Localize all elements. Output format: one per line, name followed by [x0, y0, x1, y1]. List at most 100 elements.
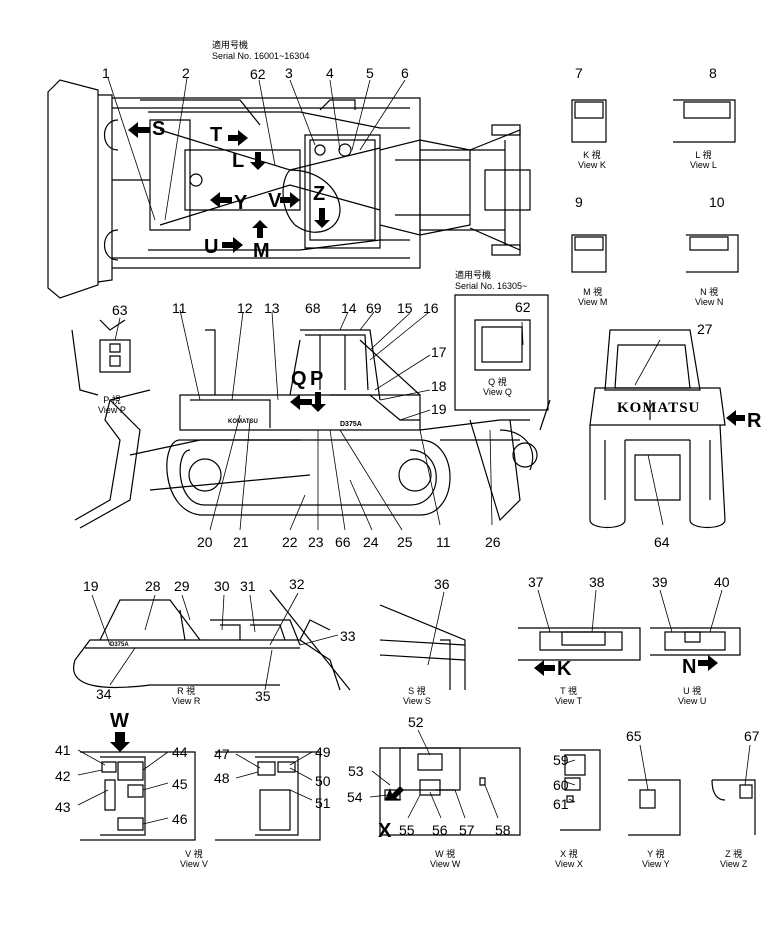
- callout-29: 29: [174, 578, 190, 594]
- view-l-box: [673, 99, 736, 143]
- callout-62b: 62: [515, 299, 531, 315]
- callout-61: 61: [553, 796, 569, 812]
- callout-12: 12: [237, 300, 253, 316]
- callout-64: 64: [654, 534, 670, 550]
- callout-57: 57: [459, 822, 475, 838]
- callout-60: 60: [553, 777, 569, 793]
- callout-58: 58: [495, 822, 511, 838]
- callout-28: 28: [145, 578, 161, 594]
- arrow-letter-m: M: [253, 240, 270, 262]
- callout-56: 56: [432, 822, 448, 838]
- callout-65: 65: [626, 728, 642, 744]
- callout-31: 31: [240, 578, 256, 594]
- callout-47: 47: [214, 746, 230, 762]
- callout-34: 34: [96, 686, 112, 702]
- callout-46: 46: [172, 811, 188, 827]
- callout-69: 69: [366, 300, 382, 316]
- callout-8: 8: [709, 65, 717, 81]
- callout-36: 36: [434, 576, 450, 592]
- model-plate-view-r: D375A: [110, 642, 129, 648]
- callout-49: 49: [315, 744, 331, 760]
- top-view-dozer: [47, 79, 531, 299]
- callout-55: 55: [399, 822, 415, 838]
- callout-38: 38: [589, 574, 605, 590]
- callout-14: 14: [341, 300, 357, 316]
- callout-11: 11: [172, 300, 187, 316]
- callout-45: 45: [172, 776, 188, 792]
- callout-3: 3: [285, 65, 293, 81]
- callout-35: 35: [255, 688, 271, 704]
- callout-51: 51: [315, 795, 331, 811]
- callout-1: 1: [102, 65, 110, 81]
- callout-62: 62: [250, 66, 266, 82]
- arrow-letter-z: Z: [313, 183, 326, 205]
- callout-24: 24: [363, 534, 379, 550]
- callout-19: 19: [431, 401, 447, 417]
- view-n-box: [686, 234, 739, 273]
- serial-box-frame: [454, 294, 549, 411]
- callout-54: 54: [347, 789, 363, 805]
- arrow-letter-t: T: [210, 124, 223, 146]
- arrow-letter-s: S: [152, 118, 166, 140]
- callout-50: 50: [315, 773, 331, 789]
- view-r-drawing: [73, 589, 351, 691]
- callout-40: 40: [714, 574, 730, 590]
- view-k-box: [571, 99, 607, 143]
- arrow-letter-v: V: [268, 190, 282, 212]
- callout-53: 53: [348, 763, 364, 779]
- callout-15: 15: [397, 300, 413, 316]
- side-view-dozer: [74, 319, 551, 529]
- callout-44: 44: [172, 744, 188, 760]
- callout-2: 2: [182, 65, 190, 81]
- callout-26: 26: [485, 534, 501, 550]
- callout-22: 22: [282, 534, 298, 550]
- callout-11b: 11: [436, 534, 451, 550]
- arrow-letter-n: N: [682, 656, 697, 678]
- callout-48: 48: [214, 770, 230, 786]
- arrow-letter-r: R: [747, 410, 762, 432]
- brand-plate-side: KOMATSU: [228, 419, 258, 425]
- callout-68: 68: [305, 300, 321, 316]
- callout-7: 7: [575, 65, 583, 81]
- callout-39: 39: [652, 574, 668, 590]
- arrow-letter-w: W: [110, 710, 129, 732]
- arrow-letter-p: P: [310, 368, 324, 390]
- callout-41: 41: [55, 742, 71, 758]
- callout-13: 13: [264, 300, 280, 316]
- callout-27: 27: [697, 321, 713, 337]
- callout-33: 33: [340, 628, 356, 644]
- serial-header-jp-a: 適用号機: [212, 40, 249, 50]
- callout-66: 66: [335, 534, 351, 550]
- callout-9: 9: [575, 194, 583, 210]
- callout-10: 10: [709, 194, 725, 210]
- komatsu-plate: KOMATSU: [617, 400, 701, 416]
- callout-59: 59: [553, 752, 569, 768]
- arrow-letter-x: X: [378, 820, 392, 842]
- callout-32: 32: [289, 576, 305, 592]
- callout-4: 4: [326, 65, 334, 81]
- callout-17: 17: [431, 344, 447, 360]
- callout-67: 67: [744, 728, 760, 744]
- callout-30: 30: [214, 578, 230, 594]
- callout-52: 52: [408, 714, 424, 730]
- arrow-letter-u: U: [204, 236, 219, 258]
- callout-25: 25: [397, 534, 413, 550]
- serial-header-jp-b: 適用号機: [455, 270, 492, 280]
- arrow-letter-l: L: [232, 150, 245, 172]
- callout-5: 5: [366, 65, 374, 81]
- arrow-letter-k: K: [557, 658, 572, 680]
- arrow-letter-y: Y: [234, 192, 248, 214]
